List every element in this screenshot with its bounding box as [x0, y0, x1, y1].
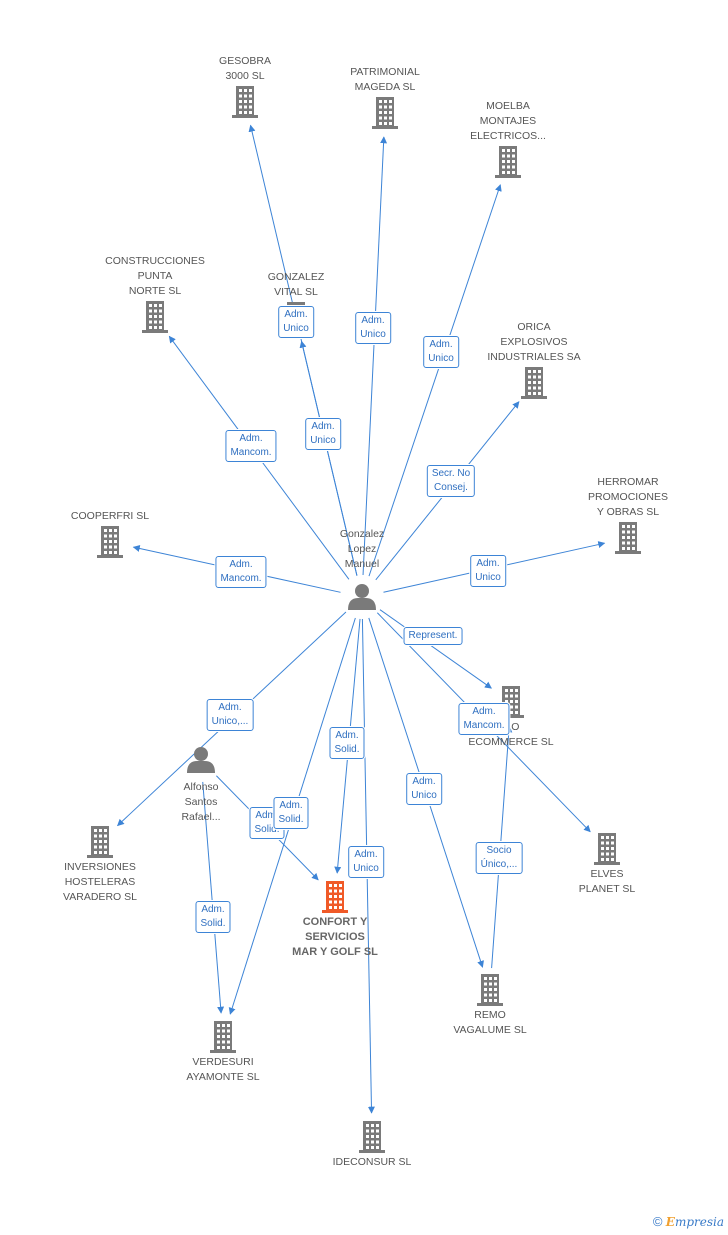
edge-role-label[interactable]: Adm. Mancom.: [225, 430, 277, 462]
edge-role-label[interactable]: Adm. Unico: [406, 773, 442, 805]
edge-center-moelba: [368, 184, 502, 577]
building-icon[interactable]: [97, 526, 123, 558]
edge-center-ecommerce: [379, 609, 492, 689]
edge-role-label[interactable]: Represent.: [403, 627, 463, 645]
building-icon[interactable]: [594, 833, 620, 865]
building-icon[interactable]: [477, 974, 503, 1006]
building-icon[interactable]: [359, 1121, 385, 1153]
edge-role-label[interactable]: Secr. No Consej.: [426, 465, 476, 497]
building-icon[interactable]: [210, 1021, 236, 1053]
edge-role-label[interactable]: Adm. Solid.: [329, 727, 365, 759]
edge-center-patrimonial: [362, 136, 388, 576]
edge-role-label[interactable]: Adm. Unico,...: [206, 699, 254, 731]
footer: © Empresia: [653, 1214, 724, 1229]
node-label-remo[interactable]: REMO VAGALUME SL: [453, 1009, 527, 1036]
node-label-moelba[interactable]: MOELBA MONTAJES ELECTRICOS...: [470, 100, 546, 142]
nodes-layer: [87, 86, 641, 1153]
brand-name: mpresia: [674, 1215, 724, 1229]
building-icon[interactable]: [495, 146, 521, 178]
edge-center-gonzalezvital: [299, 340, 358, 576]
edge-role-label[interactable]: Adm. Unico: [470, 555, 506, 587]
brand-initial: E: [665, 1215, 675, 1229]
node-label-gesobra[interactable]: GESOBRA 3000 SL: [219, 55, 271, 82]
node-label-construcciones[interactable]: CONSTRUCCIONES PUNTA NORTE SL: [105, 255, 205, 297]
node-label-patrimonial[interactable]: PATRIMONIAL MAGEDA SL: [350, 66, 420, 93]
building-icon[interactable]: [521, 367, 547, 399]
building-icon[interactable]: [87, 826, 113, 858]
node-label-herromar[interactable]: HERROMAR PROMOCIONES Y OBRAS SL: [588, 476, 668, 518]
edge-role-label[interactable]: Adm. Unico: [348, 846, 384, 878]
copyright-symbol: ©: [652, 1214, 663, 1229]
building-icon[interactable]: [322, 881, 348, 913]
edge-role-label[interactable]: Socio Único,...: [475, 842, 523, 874]
node-label-center[interactable]: Gonzalez Lopez Manuel: [339, 528, 385, 570]
edge-role-label[interactable]: Adm. Solid.: [273, 797, 309, 829]
edge-role-label[interactable]: Adm. Unico: [305, 418, 341, 450]
node-label-orica[interactable]: ORICA EXPLOSIVOS INDUSTRIALES SA: [487, 321, 581, 363]
brand-logo[interactable]: Empresia: [666, 1215, 724, 1229]
building-icon[interactable]: [142, 301, 168, 333]
node-label-gonzalezvital[interactable]: GONZALEZ VITAL SL: [267, 271, 325, 298]
node-label-verdesuri[interactable]: VERDESURI AYAMONTE SL: [186, 1056, 260, 1083]
edge-role-label[interactable]: Adm. Unico: [278, 306, 314, 338]
building-icon[interactable]: [232, 86, 258, 118]
edge-role-label[interactable]: Adm. Solid.: [195, 901, 231, 933]
edge-alfonso-verdesuri: [202, 781, 225, 1014]
edge-role-label[interactable]: Adm. Unico: [423, 336, 459, 368]
person-icon[interactable]: [348, 584, 376, 610]
node-label-cooperfri[interactable]: COOPERFRI SL: [70, 510, 150, 522]
edge-role-label[interactable]: Adm. Mancom.: [215, 556, 267, 588]
node-label-ideconsur[interactable]: IDECONSUR SL: [332, 1156, 412, 1168]
node-label-confort[interactable]: CONFORT Y SERVICIOS MAR Y GOLF SL: [292, 916, 378, 958]
building-icon[interactable]: [372, 97, 398, 129]
person-icon[interactable]: [187, 747, 215, 773]
node-label-alfonso[interactable]: Alfonso Santos Rafael...: [181, 781, 221, 823]
building-icon[interactable]: [615, 522, 641, 554]
node-label-inversiones[interactable]: INVERSIONES HOSTELERAS VARADERO SL: [63, 861, 137, 903]
edge-role-label[interactable]: Adm. Mancom.: [458, 703, 510, 735]
edge-role-label[interactable]: Adm. Unico: [355, 312, 391, 344]
node-label-elves[interactable]: ELVES PLANET SL: [578, 868, 636, 895]
